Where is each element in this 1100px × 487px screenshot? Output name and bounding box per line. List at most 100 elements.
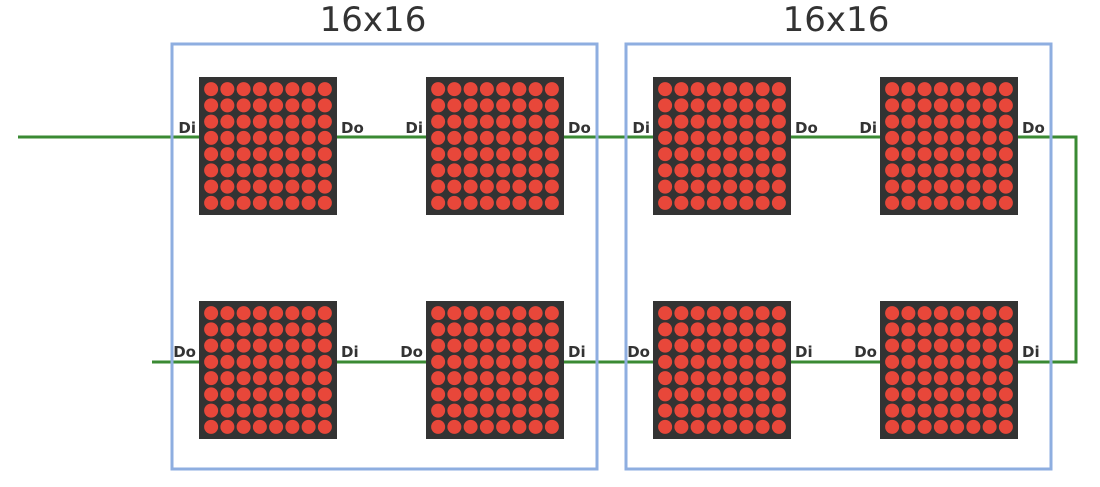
led (723, 306, 738, 321)
led (301, 338, 316, 353)
led (901, 419, 916, 434)
led (220, 338, 235, 353)
led (317, 419, 332, 434)
led (236, 371, 251, 386)
led (690, 403, 705, 418)
led (544, 306, 559, 321)
led (285, 322, 300, 337)
led (998, 179, 1013, 194)
led (966, 338, 981, 353)
led (431, 387, 446, 402)
led (755, 387, 770, 402)
led (901, 82, 916, 97)
led (317, 195, 332, 210)
led (479, 163, 494, 178)
led (771, 371, 786, 386)
led (496, 387, 511, 402)
led (998, 98, 1013, 113)
led (771, 195, 786, 210)
led (479, 419, 494, 434)
led (236, 403, 251, 418)
led (512, 163, 527, 178)
led (463, 130, 478, 145)
led (285, 179, 300, 194)
led (690, 338, 705, 353)
led (901, 163, 916, 178)
led (917, 179, 932, 194)
led (528, 195, 543, 210)
led (658, 387, 673, 402)
led (901, 114, 916, 129)
led (528, 306, 543, 321)
led (269, 387, 284, 402)
led (544, 114, 559, 129)
led (917, 419, 932, 434)
led (917, 403, 932, 418)
led (269, 130, 284, 145)
led (885, 403, 900, 418)
led (950, 306, 965, 321)
led (917, 114, 932, 129)
led (755, 371, 770, 386)
led (706, 354, 721, 369)
led (496, 98, 511, 113)
led (771, 354, 786, 369)
led (285, 82, 300, 97)
led (885, 354, 900, 369)
led (447, 419, 462, 434)
led-matrices (199, 77, 1018, 439)
led (204, 82, 219, 97)
led (966, 82, 981, 97)
led (917, 82, 932, 97)
led (755, 354, 770, 369)
led (544, 163, 559, 178)
led (901, 130, 916, 145)
led (269, 322, 284, 337)
led (998, 147, 1013, 162)
led (236, 130, 251, 145)
led (933, 82, 948, 97)
led (204, 130, 219, 145)
led (204, 371, 219, 386)
led (220, 322, 235, 337)
led (723, 179, 738, 194)
led (771, 387, 786, 402)
pin-label-di: Di (795, 343, 813, 361)
led (998, 82, 1013, 97)
led (447, 338, 462, 353)
led (447, 114, 462, 129)
led (447, 354, 462, 369)
led (204, 338, 219, 353)
led (658, 98, 673, 113)
led (528, 163, 543, 178)
led (479, 82, 494, 97)
led (917, 322, 932, 337)
led (463, 338, 478, 353)
led (998, 306, 1013, 321)
led (658, 354, 673, 369)
led (998, 403, 1013, 418)
led (690, 322, 705, 337)
led (301, 419, 316, 434)
led (301, 147, 316, 162)
pin-label-do: Do (1022, 119, 1045, 137)
pin-label-do: Do (854, 343, 877, 361)
led (982, 179, 997, 194)
led (220, 354, 235, 369)
led (220, 195, 235, 210)
pin-label-di: Di (178, 119, 196, 137)
led (463, 371, 478, 386)
led (447, 98, 462, 113)
led (917, 387, 932, 402)
led (901, 387, 916, 402)
led (674, 147, 689, 162)
led (658, 371, 673, 386)
led (885, 130, 900, 145)
led (252, 163, 267, 178)
pin-label-di: Di (1022, 343, 1040, 361)
led (496, 306, 511, 321)
led (204, 322, 219, 337)
led (901, 354, 916, 369)
